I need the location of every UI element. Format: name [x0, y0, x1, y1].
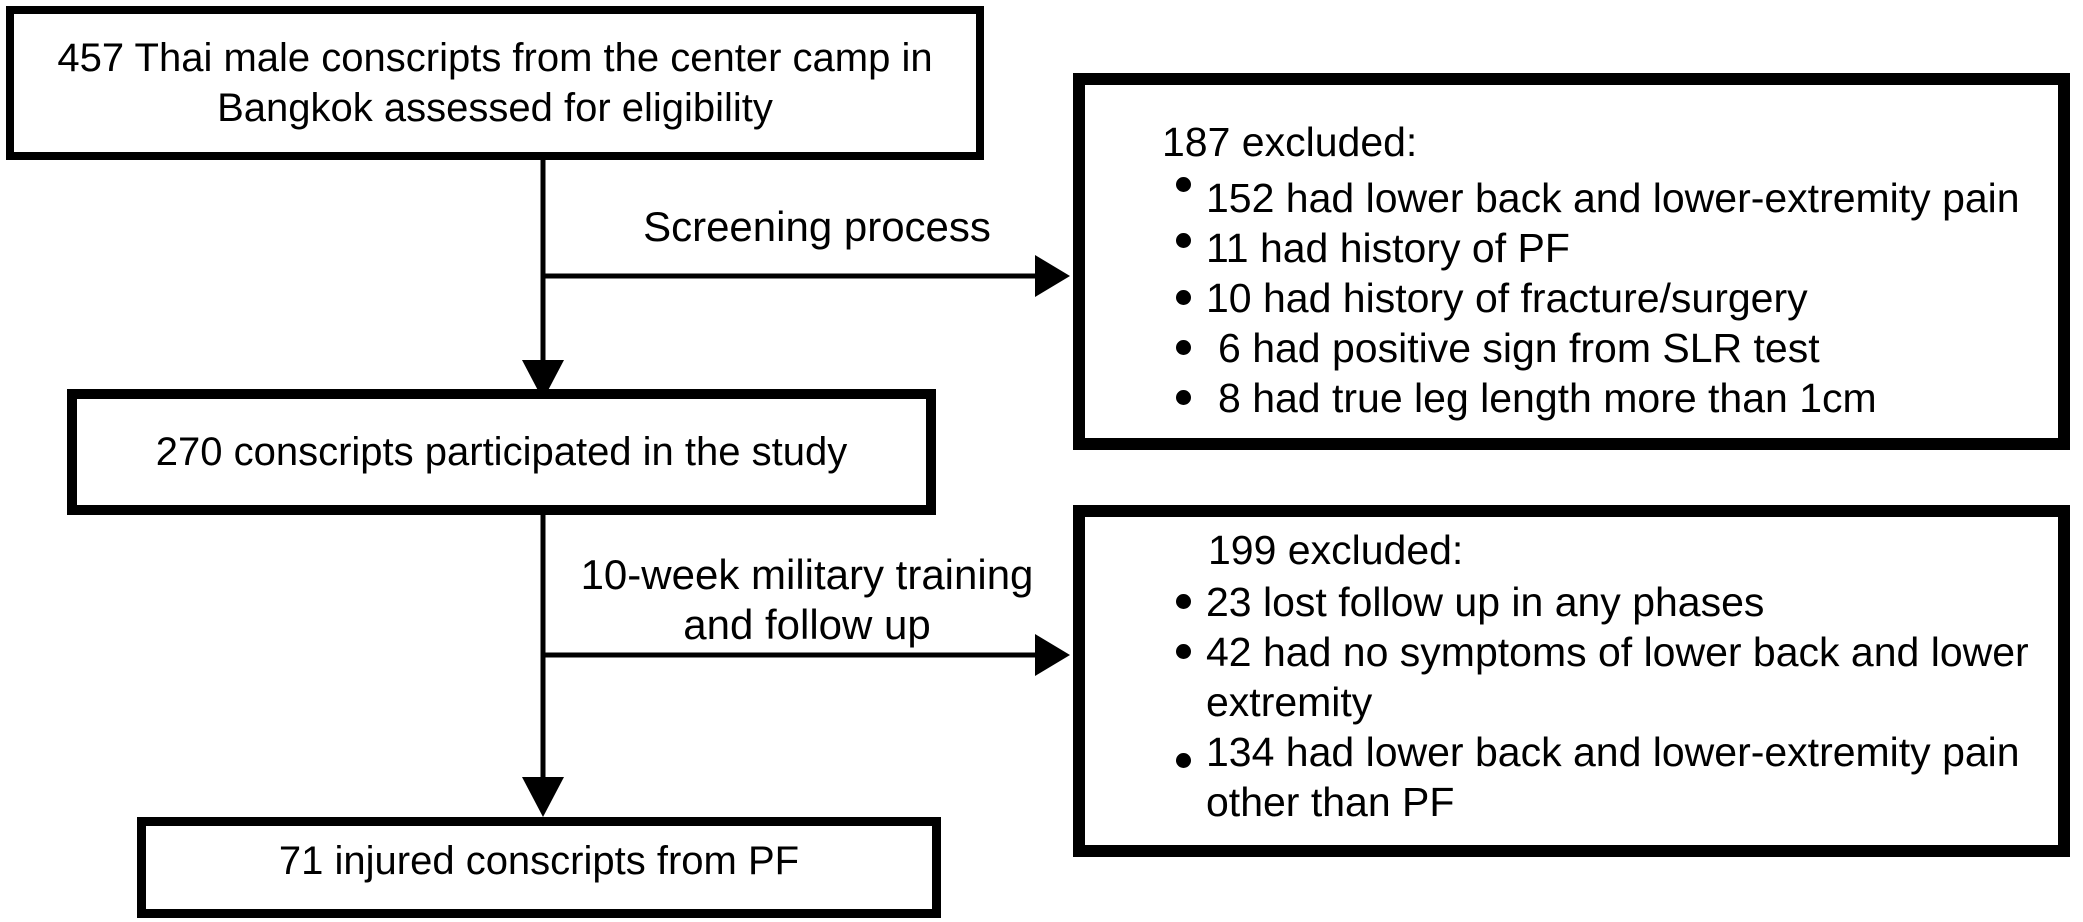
box-excluded-training: 199 excluded: 23 lost follow up in any p… — [1073, 505, 2070, 857]
excluded-training-heading: 199 excluded: — [1208, 527, 1464, 573]
excluded-item-text: 42 had no symptoms of lower back and low… — [1206, 629, 2029, 725]
arrowhead-right-excluded-training — [1035, 634, 1070, 676]
box-participated: 270 conscripts participated in the study — [67, 389, 936, 515]
excluded-item: 42 had no symptoms of lower back and low… — [1085, 627, 2058, 727]
excluded-item-text: 11 had history of PF — [1206, 225, 1570, 271]
box-eligibility-text: 457 Thai male conscripts from the center… — [57, 36, 933, 130]
excluded-item: 152 had lower back and lower-extremity p… — [1085, 173, 2058, 223]
excluded-item: 134 had lower back and lower-extremity p… — [1085, 727, 2058, 827]
arrowhead-down-injured — [522, 777, 564, 817]
excluded-screening-list: 152 had lower back and lower-extremity p… — [1085, 173, 2058, 423]
bullet-icon — [1176, 644, 1191, 659]
label-screening-process: Screening process — [643, 203, 991, 250]
bullet-icon — [1176, 233, 1191, 248]
bullet-icon — [1176, 594, 1191, 609]
bullet-icon — [1176, 753, 1191, 768]
excluded-item: 6 had positive sign from SLR test — [1085, 323, 2058, 373]
excluded-item-text: 23 lost follow up in any phases — [1206, 579, 1765, 625]
excluded-item-text: 10 had history of fracture/surgery — [1206, 275, 1808, 321]
bullet-icon — [1176, 290, 1191, 305]
arrowhead-right-excluded-screening — [1035, 255, 1070, 297]
box-injured-text: 71 injured conscripts from PF — [278, 838, 800, 883]
box-excluded-screening: 187 excluded: 152 had lower back and low… — [1073, 73, 2070, 450]
bullet-icon — [1176, 177, 1191, 192]
box-injured: 71 injured conscripts from PF — [137, 817, 941, 918]
excluded-item-text: 152 had lower back and lower-extremity p… — [1206, 175, 2020, 221]
excluded-item-text: 6 had positive sign from SLR test — [1218, 325, 1820, 371]
excluded-item: 10 had history of fracture/surgery — [1085, 273, 2058, 323]
excluded-item-text: 134 had lower back and lower-extremity p… — [1206, 729, 2020, 825]
excluded-item: 23 lost follow up in any phases — [1085, 577, 2058, 627]
arrowhead-down-participated — [522, 360, 564, 400]
excluded-screening-heading: 187 excluded: — [1162, 119, 1418, 165]
excluded-item-text: 8 had true leg length more than 1cm — [1218, 375, 1877, 421]
bullet-icon — [1176, 390, 1191, 405]
bullet-icon — [1176, 340, 1191, 355]
label-military-training: 10-week military training and follow up — [580, 551, 1034, 648]
excluded-item: 8 had true leg length more than 1cm — [1085, 373, 2058, 423]
box-eligibility: 457 Thai male conscripts from the center… — [6, 6, 984, 160]
excluded-item: 11 had history of PF — [1085, 223, 2058, 273]
box-participated-text: 270 conscripts participated in the study — [155, 430, 848, 474]
